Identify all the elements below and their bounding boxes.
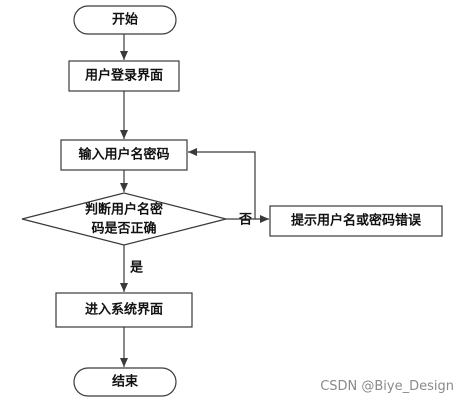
watermark: CSDN @Biye_Design <box>320 379 454 394</box>
error-label: 提示用户名或密码错误 <box>291 213 422 229</box>
decision-label-line2: 码是否正确 <box>91 221 156 237</box>
start-label: 开始 <box>112 12 138 28</box>
error-node: 提示用户名或密码错误 <box>269 205 443 237</box>
input-label: 输入用户名密码 <box>78 147 169 163</box>
end-node: 结束 <box>73 367 177 397</box>
edge-error-loop-back <box>188 148 256 219</box>
input-node: 输入用户名密码 <box>60 139 188 171</box>
enter-node: 进入系统界面 <box>55 292 193 328</box>
login-ui-label: 用户登录界面 <box>84 68 163 84</box>
start-node: 开始 <box>73 5 177 35</box>
login-ui-node: 用户登录界面 <box>68 60 180 92</box>
enter-label: 进入系统界面 <box>85 302 163 318</box>
end-label: 结束 <box>112 374 139 390</box>
edge-label-no: 否 <box>238 213 252 228</box>
edge-label-yes: 是 <box>129 261 144 276</box>
decision-node: 判断用户名密 码是否正确 <box>21 192 227 246</box>
decision-label-line1: 判断用户名密 <box>85 202 163 218</box>
